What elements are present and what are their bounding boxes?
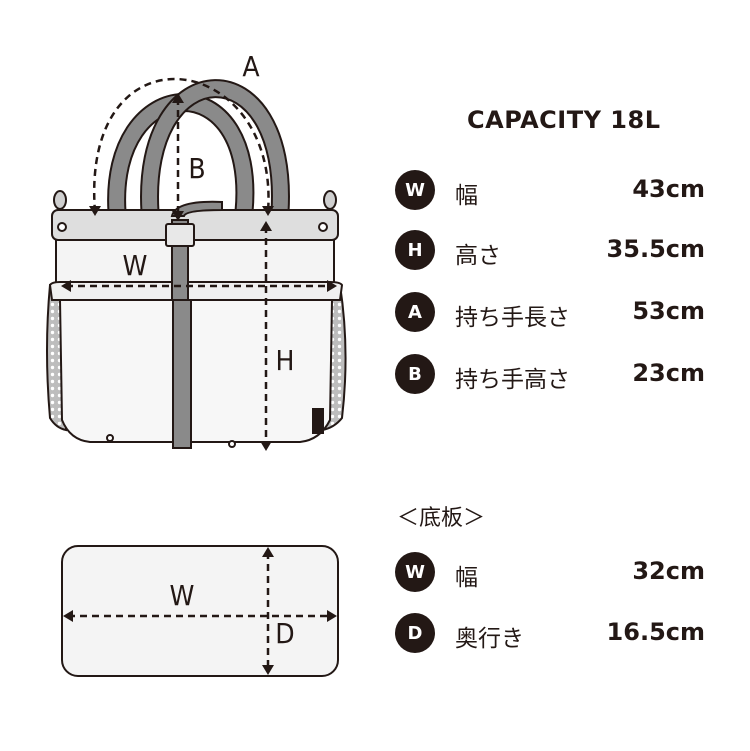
dimension-label-b: B — [188, 152, 205, 185]
bottom-board — [61, 545, 339, 677]
spec-label: 幅 — [455, 183, 478, 209]
bottom-spec-row-depth: D 奥行き 16.5cm — [395, 613, 705, 653]
spec-row-handle-length: A 持ち手長さ 53cm — [395, 292, 705, 332]
spec-badge: A — [395, 292, 435, 332]
spec-badge: D — [395, 613, 435, 653]
spec-row-handle-height: B 持ち手高さ 23cm — [395, 354, 705, 394]
bag-handles — [107, 79, 290, 222]
dimension-lines — [66, 77, 332, 446]
spec-label: 持ち手長さ — [455, 305, 570, 331]
bottom-label-w: W — [170, 579, 195, 612]
spec-value: 16.5cm — [606, 618, 705, 646]
dimension-label-a: A — [242, 50, 260, 83]
bag-body — [48, 209, 344, 448]
spec-label: 持ち手高さ — [455, 367, 570, 393]
bottom-board-section-title: ＜底板＞ — [397, 506, 486, 531]
spec-badge: W — [395, 170, 435, 210]
spec-badge: H — [395, 230, 435, 270]
spec-value: 32cm — [632, 557, 705, 585]
spec-badge: W — [395, 552, 435, 592]
capacity-title: CAPACITY 18L — [467, 106, 661, 134]
front-strap — [165, 200, 223, 449]
bottom-arrowheads — [63, 547, 337, 675]
spec-label: 奥行き — [455, 626, 524, 652]
spec-label: 幅 — [455, 565, 478, 591]
spec-value: 53cm — [632, 297, 705, 325]
bag-tag — [312, 408, 324, 434]
spec-label: 高さ — [455, 243, 501, 269]
spec-value: 43cm — [632, 175, 705, 203]
spec-row-width: W 幅 43cm — [395, 170, 705, 210]
spec-badge: B — [395, 354, 435, 394]
bottom-spec-row-width: W 幅 32cm — [395, 552, 705, 592]
dimension-label-h: H — [276, 344, 295, 377]
dimension-label-w: W — [123, 249, 148, 282]
dimension-arrowheads — [61, 93, 337, 451]
spec-value: 35.5cm — [606, 235, 705, 263]
bottom-label-d: D — [275, 617, 294, 650]
spec-value: 23cm — [632, 359, 705, 387]
bottom-dimension-lines — [68, 552, 332, 670]
spec-row-height: H 高さ 35.5cm — [395, 230, 705, 270]
